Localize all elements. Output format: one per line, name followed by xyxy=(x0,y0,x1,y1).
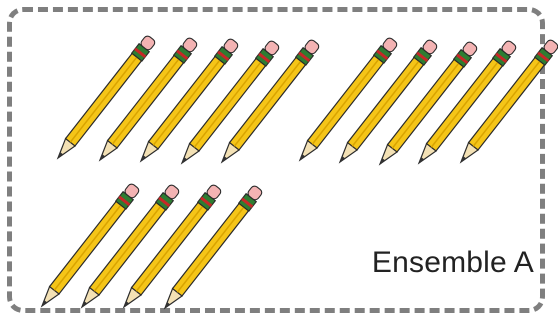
set-label: Ensemble A xyxy=(372,246,534,280)
